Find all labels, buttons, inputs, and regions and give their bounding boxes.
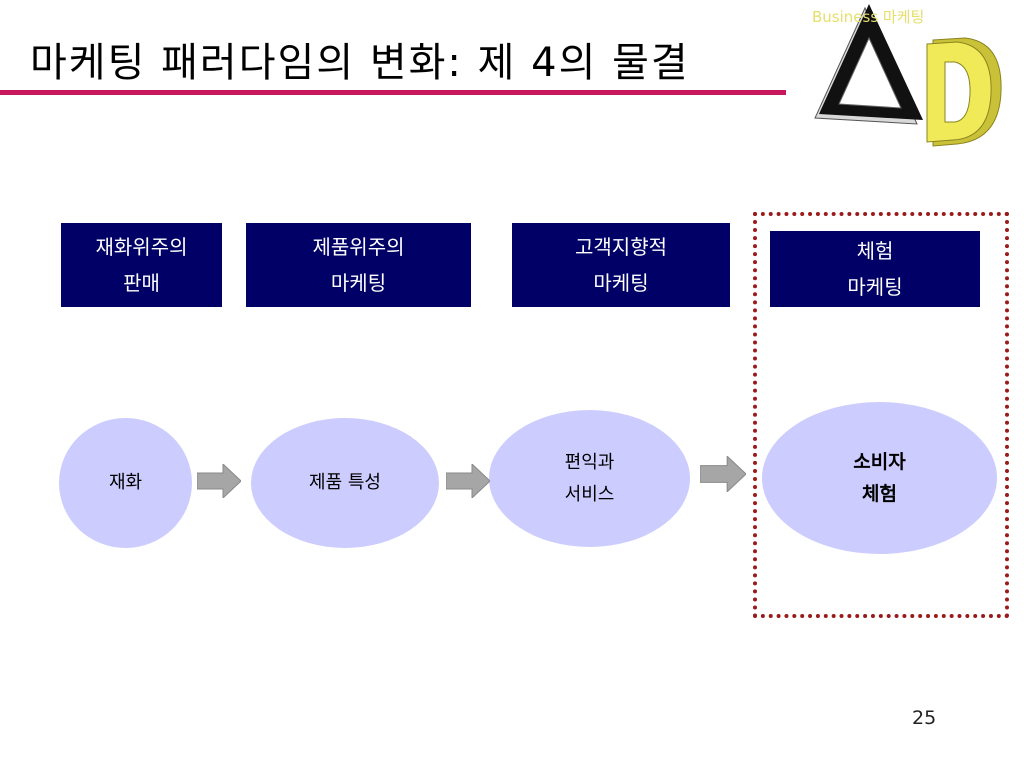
focus-ellipse-4-line2: 체험 <box>862 483 897 505</box>
focus-ellipse-2: 제품 특성 <box>251 418 439 548</box>
right-arrow-icon <box>700 456 746 492</box>
stage-box-4-line2: 마케팅 <box>847 275 903 299</box>
stage-box-3-line2: 마케팅 <box>593 271 649 295</box>
focus-ellipse-3: 편익과 서비스 <box>489 410 690 547</box>
corner-caption: Business 마케팅 <box>812 8 925 26</box>
right-arrow-icon <box>197 464 241 498</box>
page-number: 25 <box>912 707 937 729</box>
focus-ellipse-2-line1: 제품 특성 <box>309 472 381 493</box>
right-arrow-icon <box>446 464 490 498</box>
title-underline <box>0 90 786 95</box>
stage-box-1-line2: 판매 <box>123 271 160 295</box>
stage-box-2-line1: 제품위주의 <box>312 235 405 259</box>
slide-title: 마케팅 패러다임의 변화: 제 4의 물결 <box>30 40 690 86</box>
stage-box-1: 재화위주의 판매 <box>61 223 222 307</box>
stage-box-1-line1: 재화위주의 <box>95 235 188 259</box>
focus-ellipse-3-line2: 서비스 <box>564 483 615 505</box>
focus-ellipse-3-line1: 편익과 <box>564 451 615 473</box>
stage-box-4: 체험 마케팅 <box>770 231 980 307</box>
stage-box-3: 고객지향적 마케팅 <box>512 223 730 307</box>
stage-box-2-line2: 마케팅 <box>330 271 387 295</box>
focus-ellipse-4-line1: 소비자 <box>853 451 906 473</box>
focus-ellipse-1: 재화 <box>59 418 192 548</box>
stage-box-2: 제품위주의 마케팅 <box>246 223 471 307</box>
focus-ellipse-1-line1: 재화 <box>108 472 143 493</box>
stage-box-3-line1: 고객지향적 <box>575 235 667 259</box>
stage-box-4-line1: 체험 <box>856 239 894 263</box>
focus-ellipse-4: 소비자 체험 <box>762 402 997 554</box>
triangle-d-logo-icon <box>814 4 1002 147</box>
highlight-frame <box>753 212 1009 618</box>
